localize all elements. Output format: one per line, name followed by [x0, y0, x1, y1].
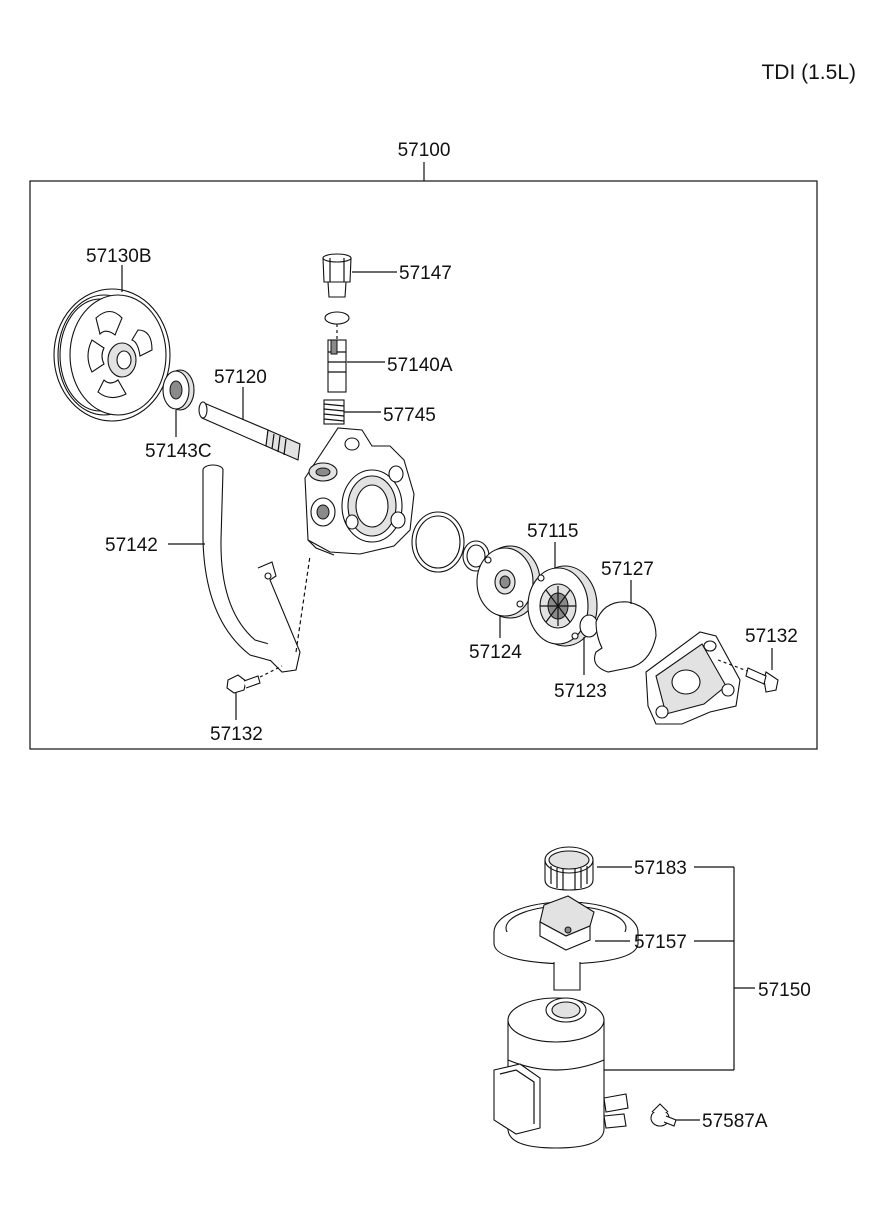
bolt-right-icon [745, 667, 779, 693]
cam-ring-label: 57115 [527, 521, 578, 542]
o-ring-icon [579, 614, 599, 638]
clamp-icon [650, 1103, 677, 1127]
bolt-left-icon [226, 674, 261, 694]
pulley-icon [53, 288, 171, 422]
spring-icon [323, 399, 345, 425]
valve-o-ring-icon [324, 311, 350, 325]
shaft-label: 57120 [214, 367, 267, 388]
bolt-right-label: 57132 [745, 626, 798, 647]
o-ring-label: 57123 [554, 681, 607, 702]
shaft-seal-label: 57143C [145, 441, 212, 462]
suction-pipe-label: 57142 [105, 535, 158, 556]
variant-label: TDI (1.5L) [761, 61, 856, 84]
pressure-plate-label: 57124 [469, 642, 522, 663]
housing-o-ring-icon [411, 511, 465, 573]
pulley-label: 57130B [86, 246, 152, 267]
cap-label: 57183 [634, 858, 687, 879]
spring-label: 57745 [383, 405, 436, 426]
valve-label: 57140A [387, 355, 453, 376]
pipe-axis [295, 555, 311, 653]
reservoir-group: 57183 57157 [493, 846, 811, 1149]
assembly-number: 57100 [398, 140, 451, 161]
bolt-left-label: 57132 [210, 724, 263, 745]
fitting-icon [322, 253, 352, 298]
pressure-plate-icon [476, 545, 541, 619]
gasket-icon [593, 601, 657, 673]
shaft-icon [198, 401, 301, 461]
assembly-frame [29, 180, 818, 750]
pump-assembly-group: 57100 57130B 57143C [29, 140, 818, 750]
bolt-left-axis [259, 665, 283, 678]
reservoir-number: 57150 [758, 980, 811, 1001]
reservoir-tank-icon [493, 997, 629, 1149]
pump-housing-icon [304, 427, 415, 556]
clamp-label: 57587A [702, 1111, 768, 1132]
cap-icon [544, 846, 594, 891]
fitting-label: 57147 [399, 263, 452, 284]
valve-icon [327, 339, 347, 393]
suction-pipe-icon [202, 464, 301, 673]
gasket-label: 57127 [601, 559, 654, 580]
shaft-seal-icon [162, 369, 195, 411]
rear-cover-icon [645, 631, 741, 725]
bracket-icon [493, 895, 639, 991]
bracket-label: 57157 [634, 932, 687, 953]
